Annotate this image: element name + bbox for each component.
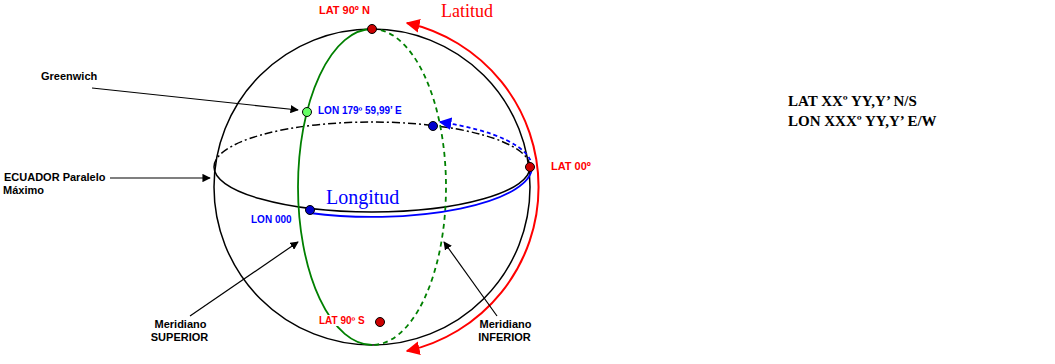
- label-text: LON XXXº YY,Y’ E/W: [787, 113, 938, 129]
- longitude-dot: [429, 122, 438, 131]
- label-text: LON 179º 59,99’ E: [317, 105, 403, 116]
- axis-title: Latitud: [440, 1, 494, 23]
- latitude-label: LAT 00º: [550, 160, 592, 173]
- coordinate-label: LON 179º 59,99’ E: [317, 105, 403, 117]
- equator-label: ECUADOR Paralelo Máximo: [3, 171, 108, 197]
- label-text: Meridiano INFERIOR: [478, 318, 532, 343]
- label-text: Meridiano SUPERIOR: [151, 318, 209, 343]
- label-text: LAT 90º N: [318, 4, 371, 16]
- north-pole-dot: [368, 25, 377, 34]
- equator-back: [214, 122, 530, 167]
- coordinate-format: LAT XXº YY,Y’ N/S: [787, 92, 918, 110]
- longitude-zero-dot: [306, 206, 315, 215]
- axis-title: Longitud: [325, 185, 400, 209]
- meridian-label: Meridiano INFERIOR: [465, 318, 545, 344]
- longitude-arc-back: [440, 122, 532, 167]
- label-text: Latitud: [440, 1, 494, 21]
- pole-label: LAT 90º S: [318, 315, 366, 327]
- label-text: Longitud: [325, 186, 400, 208]
- meridian-label: Meridiano SUPERIOR: [140, 318, 220, 344]
- label-text: ECUADOR Paralelo Máximo: [3, 171, 105, 196]
- coordinate-format: LON XXXº YY,Y’ E/W: [787, 112, 938, 130]
- greenwich-dot: [303, 108, 312, 117]
- label-text: Greenwich: [40, 70, 98, 82]
- leader-line: [190, 242, 298, 316]
- south-pole-dot: [376, 318, 385, 327]
- leader-line: [110, 177, 210, 178]
- longitude-arc: [310, 167, 532, 217]
- equator-dot: [526, 163, 535, 172]
- leader-line: [444, 242, 497, 316]
- sphere-outline: [214, 29, 530, 345]
- label-text: LON 000: [250, 214, 293, 225]
- leader-line: [92, 88, 298, 110]
- coordinate-label: LON 000: [250, 214, 293, 226]
- pole-label: LAT 90º N: [318, 4, 371, 17]
- meridian-label: Greenwich: [40, 70, 98, 83]
- label-text: LAT 00º: [550, 160, 592, 172]
- label-text: LAT 90º S: [318, 315, 366, 326]
- equator-front: [214, 167, 530, 212]
- latitude-arc: [407, 23, 539, 351]
- label-text: LAT XXº YY,Y’ N/S: [787, 93, 918, 109]
